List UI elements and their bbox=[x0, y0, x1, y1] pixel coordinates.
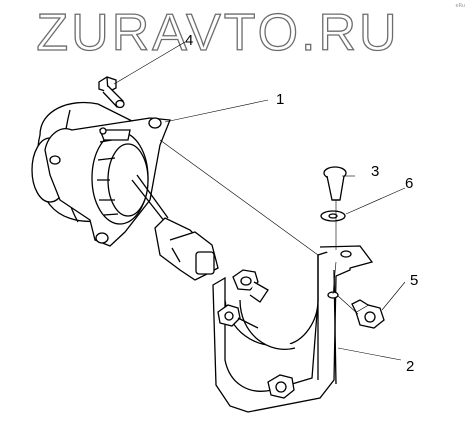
callout-1: 1 bbox=[276, 91, 284, 108]
assembly-lines bbox=[159, 139, 359, 315]
callout-5: 5 bbox=[410, 272, 418, 289]
callout-2: 2 bbox=[406, 358, 414, 375]
callout-6: 6 bbox=[405, 175, 413, 192]
leader-lines bbox=[113, 41, 406, 361]
watermark-text: ZURAVTO.RU bbox=[36, 4, 399, 62]
nut-5 bbox=[351, 299, 385, 329]
bracket-2 bbox=[212, 245, 374, 413]
bolt-4 bbox=[98, 76, 125, 109]
speed-sensor-1 bbox=[31, 101, 219, 281]
bracket-nut-top bbox=[232, 269, 269, 303]
callout-4: 4 bbox=[185, 32, 193, 49]
callout-3: 3 bbox=[371, 163, 379, 180]
bracket-nut-left bbox=[217, 304, 259, 329]
washer-6 bbox=[320, 210, 346, 222]
bolt-3 bbox=[323, 166, 347, 201]
corner-mark: eRu bbox=[455, 3, 466, 9]
bracket-nut-bottom bbox=[267, 374, 295, 399]
